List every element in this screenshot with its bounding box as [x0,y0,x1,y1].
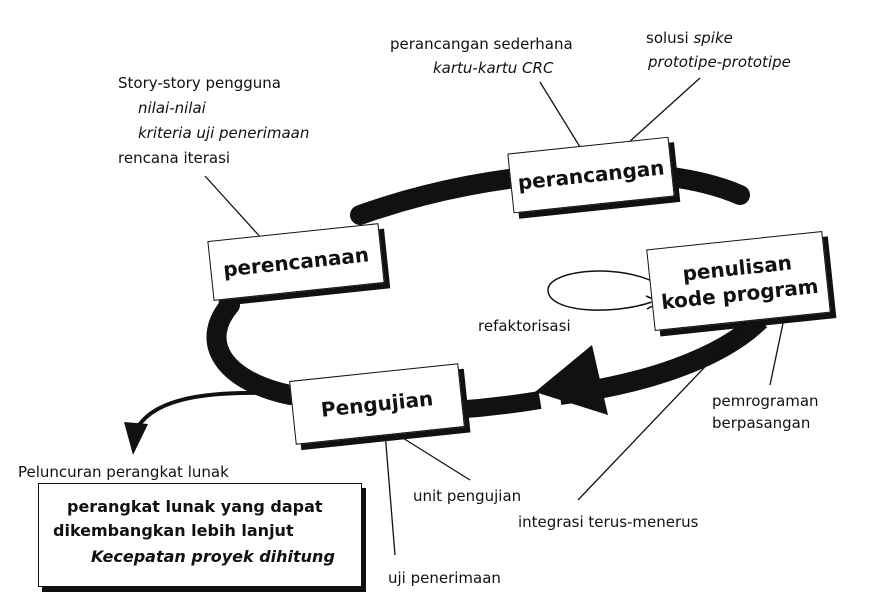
planning-label: perencanaan [221,242,371,282]
spike-note-prototypes: prototipe-prototipe [648,53,791,71]
planning-note-user-stories: Story-story pengguna [118,74,281,92]
release-line3: Kecepatan proyek dihitung [91,547,335,566]
spike-note-solution: solusi spike [646,28,733,48]
design-note-crc-cards: kartu-kartu CRC [433,59,554,77]
release-arrow [133,390,263,433]
planning-note-acceptance-criteria: kriteria uji penerimaan [138,124,310,142]
spike-note-prefix: solusi [646,29,689,47]
cycle-arrowhead [535,345,608,415]
continuous-integration-label: integrasi terus-menerus [518,513,699,531]
acceptance-test-label: uji penerimaan [388,569,501,587]
planning-note-iteration-plan: rencana iterasi [118,149,231,167]
pair-programming-line2: berpasangan [712,414,811,432]
release-line2: dikembangkan lebih lanjut [53,521,294,540]
design-label: perancangan [516,155,666,195]
unit-test-label: unit pengujian [413,487,522,505]
design-note-simple-design: perancangan sederhana [390,35,573,53]
planning-note-values: nilai-nilai [138,99,206,117]
testing-label: Pengujian [319,386,435,422]
release-line1: perangkat lunak yang dapat [67,497,323,516]
pair-programming-line1: pemrograman [712,392,819,410]
release-arrowhead [124,422,148,455]
release-box: perangkat lunak yang dapat dikembangkan … [38,483,362,587]
spike-note-italic: spike [693,29,733,47]
release-title: Peluncuran perangkat lunak [18,463,229,481]
refactoring-label: refaktorisasi [478,317,571,335]
refactoring-loop [547,270,661,311]
